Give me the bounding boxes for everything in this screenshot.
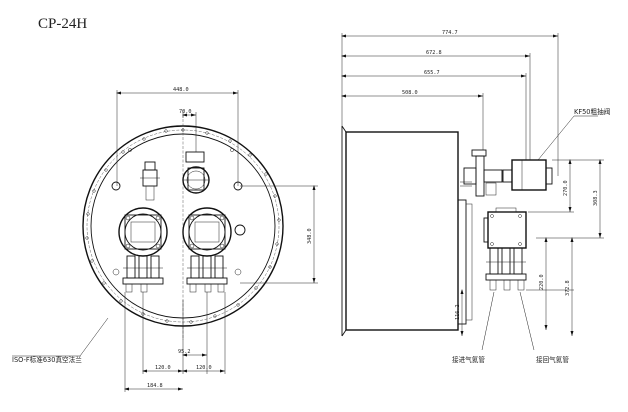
dim-side-top-3: 655.7 — [424, 70, 440, 76]
dim-bottom-right: 120.0 — [196, 365, 212, 371]
cold-head-left — [118, 207, 168, 293]
dim-side-right-1: 270.0 — [563, 180, 569, 196]
flange-label: ISO-F标准630真空法兰 — [12, 355, 82, 364]
dim-bottom-total: 184.8 — [147, 383, 163, 389]
cryo-body — [345, 131, 459, 331]
dim-side-top-2: 672.8 — [426, 50, 442, 56]
kf50-valve-top-view — [182, 151, 210, 194]
bolt-circle — [86, 129, 280, 323]
dim-side-top-1: 774.7 — [442, 30, 458, 36]
return-pipe-label: 接回气氦管 — [536, 355, 569, 364]
dim-side-bottom-small: 116.2 — [455, 304, 461, 320]
small-valve — [140, 161, 160, 201]
kf50-valve-label: KF50粗抽阀 — [574, 107, 610, 116]
dim-vertical: 348.0 — [307, 228, 313, 244]
dim-side-right-4: 372.8 — [565, 280, 571, 296]
front-view: 448.0 70.0 348.0 95.2 120.0 120.0 184.8 … — [12, 87, 318, 392]
dim-side-right-3: 220.0 — [539, 274, 545, 290]
side-cold-head — [483, 207, 527, 291]
mount-hole-left — [111, 181, 121, 191]
bolt-holes — [85, 128, 281, 324]
cold-head-right — [182, 207, 246, 293]
drawing-title: CP-24H — [38, 16, 87, 32]
dim-overall-width: 448.0 — [173, 87, 189, 93]
dim-small-gap: 95.2 — [178, 349, 191, 355]
mount-hole-top-right — [230, 148, 234, 152]
dim-top-offset: 70.0 — [179, 109, 192, 115]
dim-side-top-4: 508.0 — [402, 90, 418, 96]
mount-hole-top-left — [128, 148, 132, 152]
dim-side-right-2: 308.3 — [593, 190, 599, 206]
side-valve-assembly — [460, 149, 553, 197]
side-view: 774.7 672.8 655.7 508.0 KF50粗抽阀 270.0 30… — [341, 30, 610, 364]
inlet-pipe-label: 接进气氦管 — [452, 355, 485, 364]
dim-bottom-left: 120.0 — [155, 365, 171, 371]
